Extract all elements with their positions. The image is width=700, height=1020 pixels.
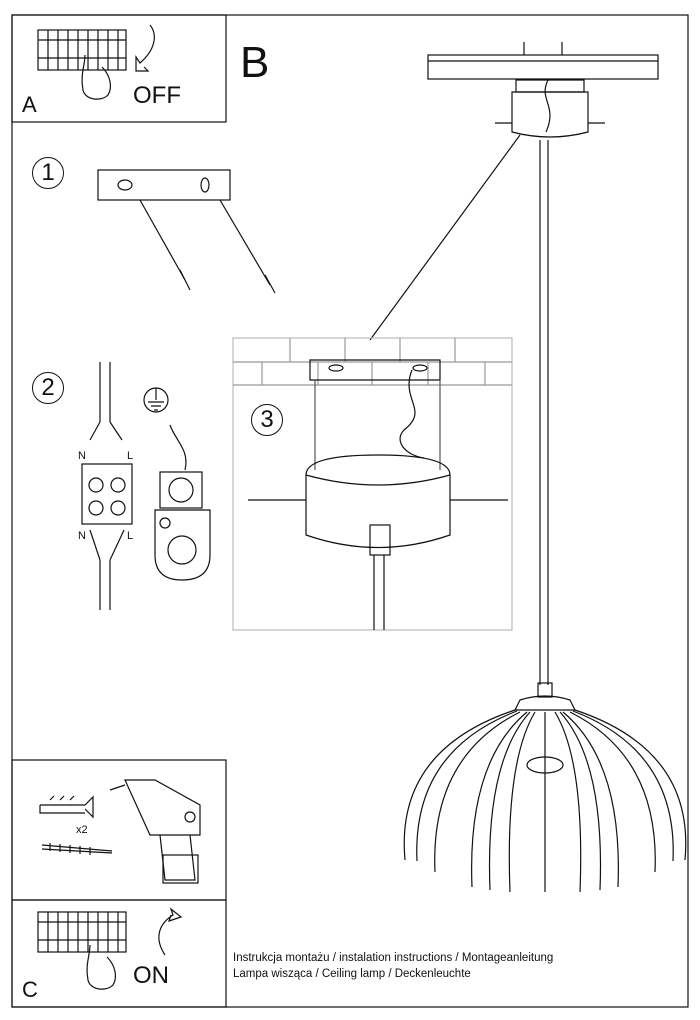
arrow-down-icon (135, 24, 155, 72)
panel-a-frame (11, 14, 227, 123)
wall-plug-and-screw-icon (39, 795, 113, 855)
ground-terminal (143, 387, 211, 581)
arrow-up-icon (158, 907, 183, 956)
caption-line-2: Lampa wisząca / Ceiling lamp / Deckenleu… (233, 968, 471, 980)
quantity-label: x2 (76, 824, 88, 836)
panel-c-label: C (22, 977, 38, 1002)
on-label: ON (133, 962, 169, 989)
live-top-label: L (127, 450, 134, 462)
mounting-plate-with-wires (97, 169, 276, 294)
caption-line-1: Instrukcja montażu / instalation instruc… (233, 952, 554, 964)
circuit-breaker-icon-c (37, 911, 127, 990)
outer-frame (11, 14, 689, 1008)
detail-3-canopy (232, 337, 513, 631)
drill-icon (109, 779, 201, 884)
neutral-bottom-label: N (78, 530, 86, 542)
circuit-breaker-icon (37, 29, 127, 100)
tools-frame (11, 759, 227, 901)
terminal-block (81, 362, 133, 610)
panel-c-frame (11, 899, 227, 1008)
caption: Instrukcja montażu / instalation instruc… (233, 950, 553, 982)
live-bottom-label: L (127, 530, 134, 542)
wire-lampshade (403, 682, 687, 893)
ceiling-mount-top (369, 42, 659, 685)
panel-a-label: A (22, 92, 37, 117)
step-1-badge: 1 (32, 157, 64, 189)
panel-b-label: B (240, 38, 270, 87)
step-3-badge: 3 (251, 404, 283, 436)
off-label: OFF (133, 82, 181, 109)
step-2-badge: 2 (32, 372, 64, 404)
neutral-top-label: N (78, 450, 86, 462)
